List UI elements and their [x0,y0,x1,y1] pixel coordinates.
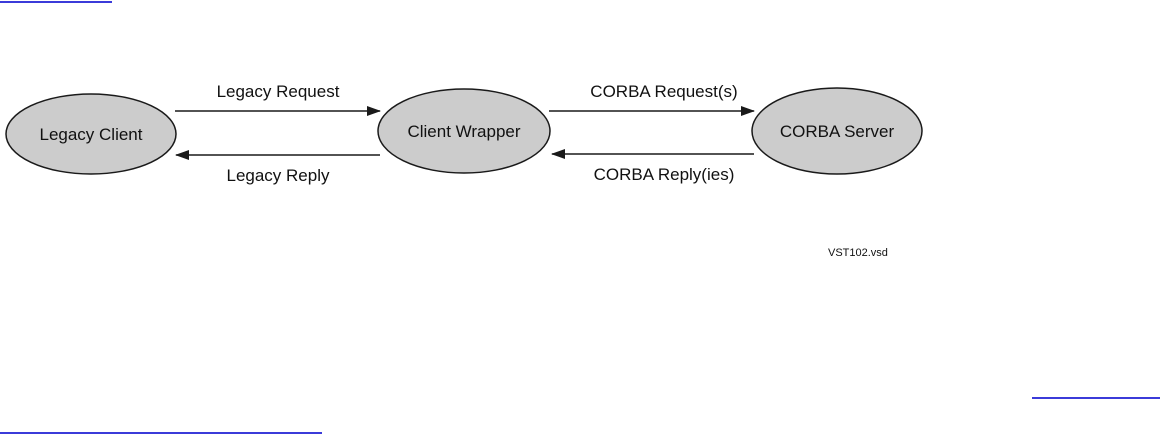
node-corba-server-shape [751,87,923,175]
edge-legacy-reply-label: Legacy Reply [226,166,330,185]
hyperlink-underline[interactable] [0,432,322,434]
node-client-wrapper-label: Client Wrapper [407,122,520,141]
diagram-file-label: VST102.vsd [828,247,888,259]
edge-corba-reply: CORBA Reply(ies) [551,149,754,184]
node-corba-server: CORBA Server [751,87,923,175]
edge-corba-request: CORBA Request(s) [549,82,755,116]
node-legacy-client: Legacy Client [5,93,177,175]
edge-corba-request-label: CORBA Request(s) [590,82,737,101]
node-client-wrapper: Client Wrapper [377,88,551,174]
edge-corba-reply-label: CORBA Reply(ies) [594,165,735,184]
edge-legacy-reply: Legacy Reply [175,150,380,185]
edge-legacy-request: Legacy Request [175,82,381,116]
node-corba-server-label: CORBA Server [780,122,895,141]
node-legacy-client-label: Legacy Client [39,125,142,144]
hyperlink-underline[interactable] [0,1,112,3]
node-legacy-client-shape [5,93,177,175]
edge-legacy-request-label: Legacy Request [217,82,340,101]
hyperlink-underline[interactable] [1032,397,1160,399]
node-client-wrapper-shape [377,88,551,174]
